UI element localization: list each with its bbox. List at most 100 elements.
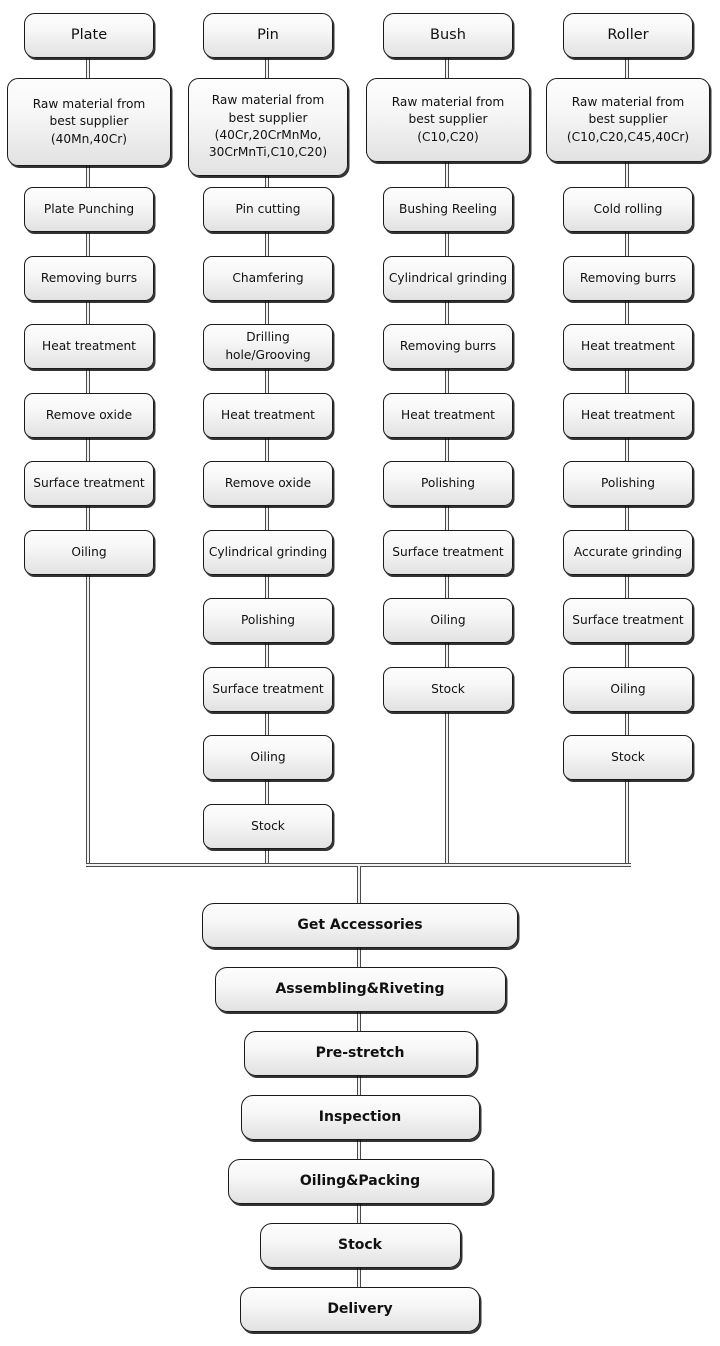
step-pin-3[interactable]: Heat treatment (203, 393, 333, 438)
connector-pin-step-4 (265, 506, 269, 530)
step-roller-1[interactable]: Removing burrs (563, 256, 693, 301)
step-roller-7-label: Oiling (610, 681, 646, 696)
connector-roller-raw-step-0 (625, 162, 629, 187)
step-pin-5[interactable]: Cylindrical grinding (203, 530, 333, 575)
connector-pin-step-3 (265, 438, 269, 461)
connector-final-4 (357, 1204, 361, 1223)
connector-pin-step-1 (265, 301, 269, 324)
connector-roller-step-1 (625, 301, 629, 324)
connector-final-2 (357, 1076, 361, 1095)
connector-bush-step-3 (445, 438, 449, 461)
connector-roller-step-4 (625, 506, 629, 530)
connector-bush-raw-step-0 (445, 162, 449, 187)
step-roller-5[interactable]: Accurate grinding (563, 530, 693, 575)
connector-bush-step-2 (445, 369, 449, 393)
connector-plate-step-1 (86, 301, 90, 324)
step-plate-4[interactable]: Surface treatment (24, 461, 154, 506)
final-step-4[interactable]: Oiling&Packing (227, 1159, 493, 1204)
raw-material-plate[interactable]: Raw material from best supplier (40Mn,40… (7, 78, 171, 166)
connector-pin-step-6 (265, 643, 269, 667)
connector-final-5 (357, 1268, 361, 1287)
step-pin-6[interactable]: Polishing (203, 598, 333, 643)
step-pin-8-label: Oiling (250, 749, 286, 764)
connector-pin-step-0 (265, 232, 269, 256)
raw-material-pin[interactable]: Raw material from best supplier (40Cr,20… (188, 78, 348, 176)
final-step-5-label: Stock (337, 1236, 382, 1253)
step-roller-6[interactable]: Surface treatment (563, 598, 693, 643)
step-roller-2-label: Heat treatment (581, 338, 675, 353)
step-pin-7[interactable]: Surface treatment (203, 667, 333, 712)
connector-pin-raw-step-0 (265, 176, 269, 187)
step-bush-4-label: Polishing (420, 475, 476, 490)
column-header-pin[interactable]: Pin (203, 13, 333, 58)
step-bush-5[interactable]: Surface treatment (383, 530, 513, 575)
connector-roller-step-0 (625, 232, 629, 256)
step-roller-8[interactable]: Stock (563, 735, 693, 780)
connector-roller-step-3 (625, 438, 629, 461)
step-pin-2[interactable]: Drilling hole/Grooving (203, 324, 333, 369)
connector-final-0 (357, 948, 361, 967)
step-bush-1-label: Cylindrical grinding (388, 270, 508, 285)
step-plate-4-label: Surface treatment (33, 475, 145, 490)
step-roller-2[interactable]: Heat treatment (563, 324, 693, 369)
step-roller-4[interactable]: Polishing (563, 461, 693, 506)
step-pin-0-label: Pin cutting (235, 201, 301, 216)
step-roller-0-label: Cold rolling (593, 201, 663, 216)
step-bush-6[interactable]: Oiling (383, 598, 513, 643)
step-plate-2[interactable]: Heat treatment (24, 324, 154, 369)
step-bush-2[interactable]: Removing burrs (383, 324, 513, 369)
final-step-5[interactable]: Stock (259, 1223, 461, 1268)
final-step-0-label: Get Accessories (297, 916, 423, 933)
step-bush-2-label: Removing burrs (399, 338, 497, 353)
column-header-roller[interactable]: Roller (563, 13, 693, 58)
step-plate-1-label: Removing burrs (40, 270, 138, 285)
column-header-bush[interactable]: Bush (383, 13, 513, 58)
step-pin-4[interactable]: Remove oxide (203, 461, 333, 506)
connector-pin-step-2 (265, 369, 269, 393)
step-pin-9-label: Stock (251, 818, 285, 833)
step-bush-4[interactable]: Polishing (383, 461, 513, 506)
raw-material-roller-label: Raw material from best supplier (C10,C20… (566, 95, 690, 144)
step-pin-2-label: Drilling hole/Grooving (225, 330, 311, 362)
column-header-pin-label: Pin (257, 27, 279, 44)
final-step-2[interactable]: Pre-stretch (243, 1031, 477, 1076)
step-roller-3[interactable]: Heat treatment (563, 393, 693, 438)
step-plate-0[interactable]: Plate Punching (24, 187, 154, 232)
step-pin-1[interactable]: Chamfering (203, 256, 333, 301)
step-pin-9[interactable]: Stock (203, 804, 333, 849)
step-pin-7-label: Surface treatment (212, 681, 324, 696)
step-bush-1[interactable]: Cylindrical grinding (383, 256, 513, 301)
step-plate-3[interactable]: Remove oxide (24, 393, 154, 438)
raw-material-bush[interactable]: Raw material from best supplier (C10,C20… (366, 78, 530, 162)
connector-plate-step-3 (86, 438, 90, 461)
step-bush-3-label: Heat treatment (401, 407, 495, 422)
connector-bush-step-0 (445, 232, 449, 256)
final-step-0[interactable]: Get Accessories (202, 903, 518, 948)
raw-material-pin-label: Raw material from best supplier (40Cr,20… (208, 93, 328, 160)
step-bush-3[interactable]: Heat treatment (383, 393, 513, 438)
connector-plate-step-4 (86, 506, 90, 530)
step-roller-8-label: Stock (611, 749, 645, 764)
step-plate-1[interactable]: Removing burrs (24, 256, 154, 301)
step-pin-6-label: Polishing (240, 612, 296, 627)
step-bush-0[interactable]: Bushing Reeling (383, 187, 513, 232)
column-header-bush-label: Bush (430, 27, 466, 44)
step-roller-0[interactable]: Cold rolling (563, 187, 693, 232)
step-pin-0[interactable]: Pin cutting (203, 187, 333, 232)
raw-material-roller[interactable]: Raw material from best supplier (C10,C20… (546, 78, 710, 162)
connector-roller-step-5 (625, 575, 629, 598)
final-step-1[interactable]: Assembling&Riveting (214, 967, 506, 1012)
step-plate-5[interactable]: Oiling (24, 530, 154, 575)
final-step-3[interactable]: Inspection (240, 1095, 480, 1140)
connector-roller-to-bus (625, 780, 629, 866)
connector-final-3 (357, 1140, 361, 1159)
column-header-plate[interactable]: Plate (24, 13, 154, 58)
step-roller-7[interactable]: Oiling (563, 667, 693, 712)
final-step-6[interactable]: Delivery (240, 1287, 480, 1332)
step-pin-8[interactable]: Oiling (203, 735, 333, 780)
step-pin-4-label: Remove oxide (224, 475, 312, 490)
connector-pin-step-8 (265, 780, 269, 804)
connector-plate-raw-step-0 (86, 166, 90, 187)
step-bush-7[interactable]: Stock (383, 667, 513, 712)
